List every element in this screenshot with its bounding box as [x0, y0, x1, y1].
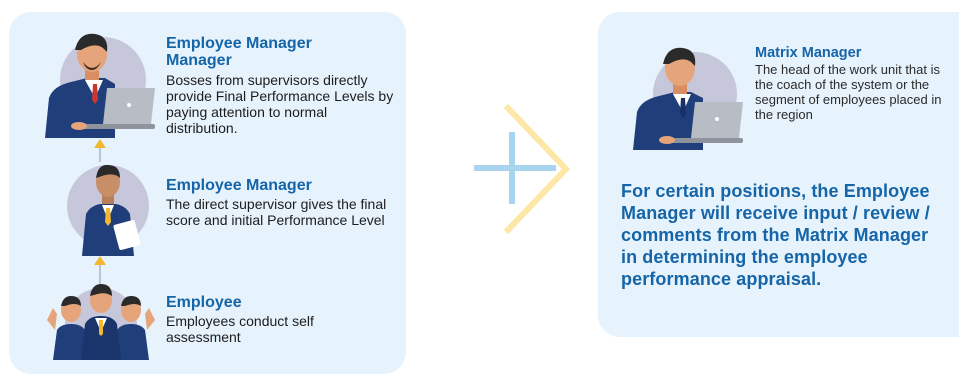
matrix-review-note: For certain positions, the Employee Mana… [621, 181, 930, 289]
arrow-up-icon [94, 256, 106, 285]
chevron-right-icon [503, 103, 571, 235]
arrow-up-icon [94, 139, 106, 162]
matrix-manager-panel [598, 12, 959, 337]
matrix-manager-with-laptop-icon [633, 47, 743, 150]
role-desc-employee: Employees conduct self assessment [166, 313, 314, 345]
role-title-employee-manager: Employee Manager [166, 177, 312, 194]
role-desc-manager-manager: Bosses from supervisors directly provide… [166, 72, 394, 136]
role-title-employee: Employee [166, 294, 242, 311]
role-desc-employee-manager: The direct supervisor gives the final sc… [166, 196, 387, 228]
matrix-manager-title: Matrix Manager [755, 45, 862, 61]
supervisor-with-document-icon [67, 164, 149, 256]
plus-transition-icon [474, 103, 571, 235]
matrix-manager-desc: The head of the work unit that is the co… [755, 62, 942, 122]
manager-with-laptop-icon [45, 33, 155, 138]
employee-group-icon [47, 284, 155, 360]
role-title-manager-manager: Employee Manager Manager [166, 35, 312, 69]
